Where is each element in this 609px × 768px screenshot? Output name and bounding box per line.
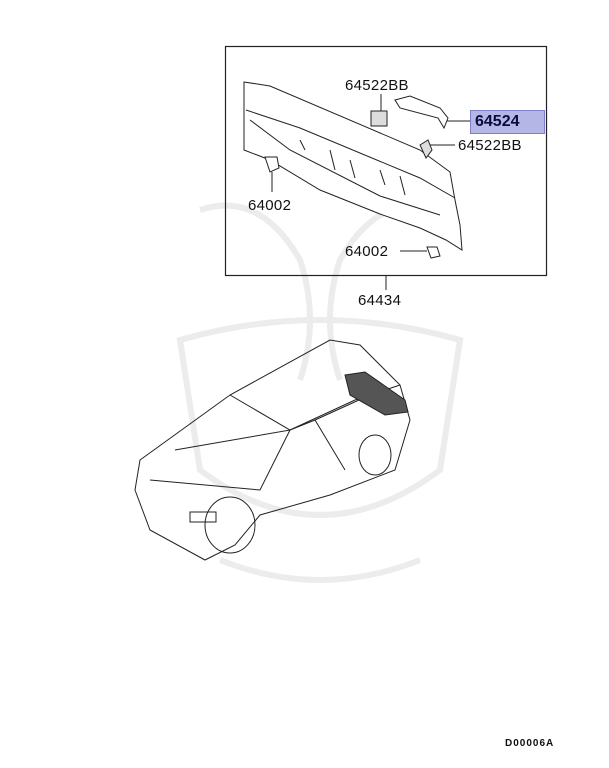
watermark-logo (176, 202, 464, 583)
callout-64524-highlight[interactable]: 64524 (470, 110, 545, 134)
callout-64524[interactable]: 64524 (475, 113, 520, 130)
callout-64434[interactable]: 64434 (358, 292, 402, 309)
highlighted-rear-panel-on-vehicle (344, 371, 409, 416)
callout-64522bb-top[interactable]: 64522BB (345, 77, 409, 94)
callout-64522bb-right[interactable]: 64522BB (458, 137, 522, 154)
diagram-code: D00006A (505, 738, 555, 749)
clip-part (264, 95, 449, 259)
callout-64002-bottom[interactable]: 64002 (345, 243, 389, 260)
vehicle-outline (134, 339, 411, 561)
callout-64002-left[interactable]: 64002 (248, 197, 292, 214)
leader-lines (271, 94, 470, 290)
assembly-frame (224, 45, 548, 277)
